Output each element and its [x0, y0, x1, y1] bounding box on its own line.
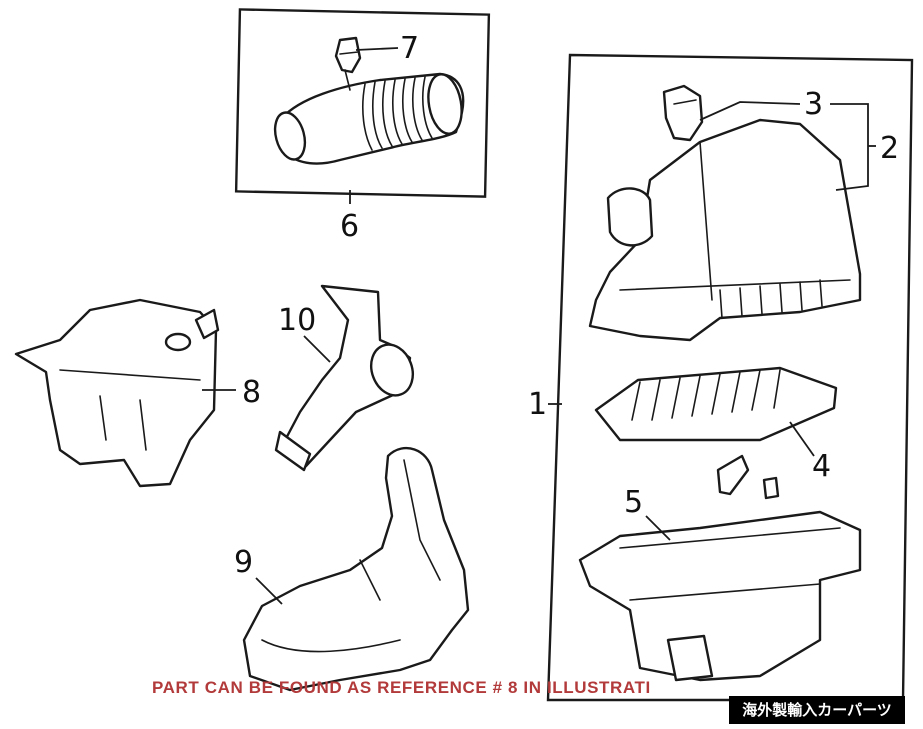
import-parts-badge: 海外製輸入カーパーツ: [729, 696, 905, 724]
callout-7: 7: [400, 31, 419, 66]
clip-part-7: [334, 36, 362, 74]
leader-3b: [830, 103, 869, 191]
intake-duct-frame: [234, 8, 491, 198]
leader-5: [645, 515, 671, 541]
leader-9: [255, 577, 283, 605]
filter-element-part-4: [594, 366, 838, 442]
callout-1: 1: [528, 387, 547, 422]
sensor-part-3: [662, 84, 704, 142]
callout-10: 10: [278, 303, 316, 338]
reservoir-part-8: [14, 298, 220, 488]
callout-4: 4: [812, 449, 831, 484]
intake-pipe-part-9: [242, 446, 470, 692]
reference-note: PART CAN BE FOUND AS REFERENCE # 8 IN IL…: [152, 678, 651, 697]
leader-7: [355, 47, 399, 51]
leader-4: [789, 421, 815, 457]
bracket-fitting: [762, 476, 780, 500]
callout-2: 2: [880, 131, 899, 166]
intake-duct-part-6: [273, 69, 465, 165]
callout-5: 5: [624, 485, 643, 520]
leader-10: [303, 335, 331, 363]
callout-3: 3: [804, 87, 823, 122]
elbow-duct-part-10: [274, 284, 414, 472]
lower-case-part-5: [578, 510, 862, 682]
callout-8: 8: [242, 375, 261, 410]
callout-9: 9: [234, 545, 253, 580]
callout-6: 6: [340, 209, 359, 244]
leader-3: [699, 101, 801, 121]
air-cleaner-cover-part-2: [588, 118, 862, 342]
hose-fitting: [716, 454, 750, 496]
